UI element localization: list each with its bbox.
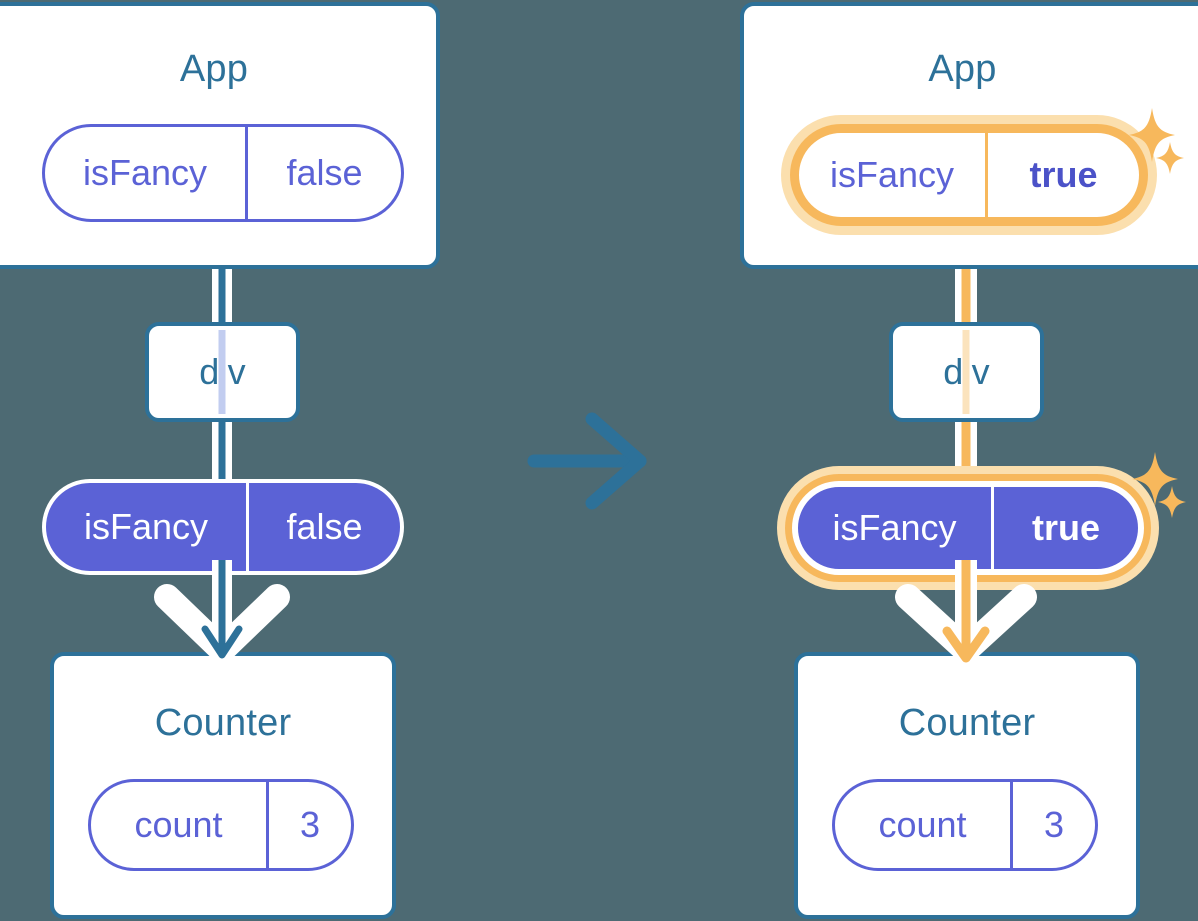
counter-box-title: Counter <box>898 702 1036 744</box>
app-box-title: App <box>179 48 249 90</box>
div-box-before: div <box>145 322 300 422</box>
state-value: true <box>985 133 1139 217</box>
counter-key: count <box>878 804 967 845</box>
state-value: false <box>245 127 401 219</box>
counter-value: 3 <box>266 782 351 868</box>
prop-key: isFancy <box>83 506 209 547</box>
right-splay-arrows <box>895 560 1037 663</box>
prop-value: true <box>991 487 1138 569</box>
transition-arrow-icon <box>527 412 647 510</box>
sparkle-icon-prop <box>1132 452 1186 518</box>
counter-value: 3 <box>1010 782 1095 868</box>
app-state-pill-after: isFancy true <box>790 124 1148 226</box>
counter-state-pill-before: count 3 <box>88 779 354 871</box>
div-box-after: div <box>889 322 1044 422</box>
counter-box-title: Counter <box>154 702 292 744</box>
counter-state-pill-after: count 3 <box>832 779 1098 871</box>
prop-value: false <box>246 483 400 571</box>
state-key: isFancy <box>829 154 955 195</box>
counter-key: count <box>134 804 223 845</box>
state-key: isFancy <box>82 152 208 193</box>
div-box-title: div <box>199 351 246 392</box>
prop-pill-after: isFancy true <box>792 481 1144 575</box>
app-box-title: App <box>928 48 997 90</box>
app-state-pill-before: isFancy false <box>42 124 404 222</box>
prop-key: isFancy <box>832 507 957 548</box>
prop-pill-before: isFancy false <box>42 479 404 575</box>
div-box-title: div <box>943 351 990 392</box>
